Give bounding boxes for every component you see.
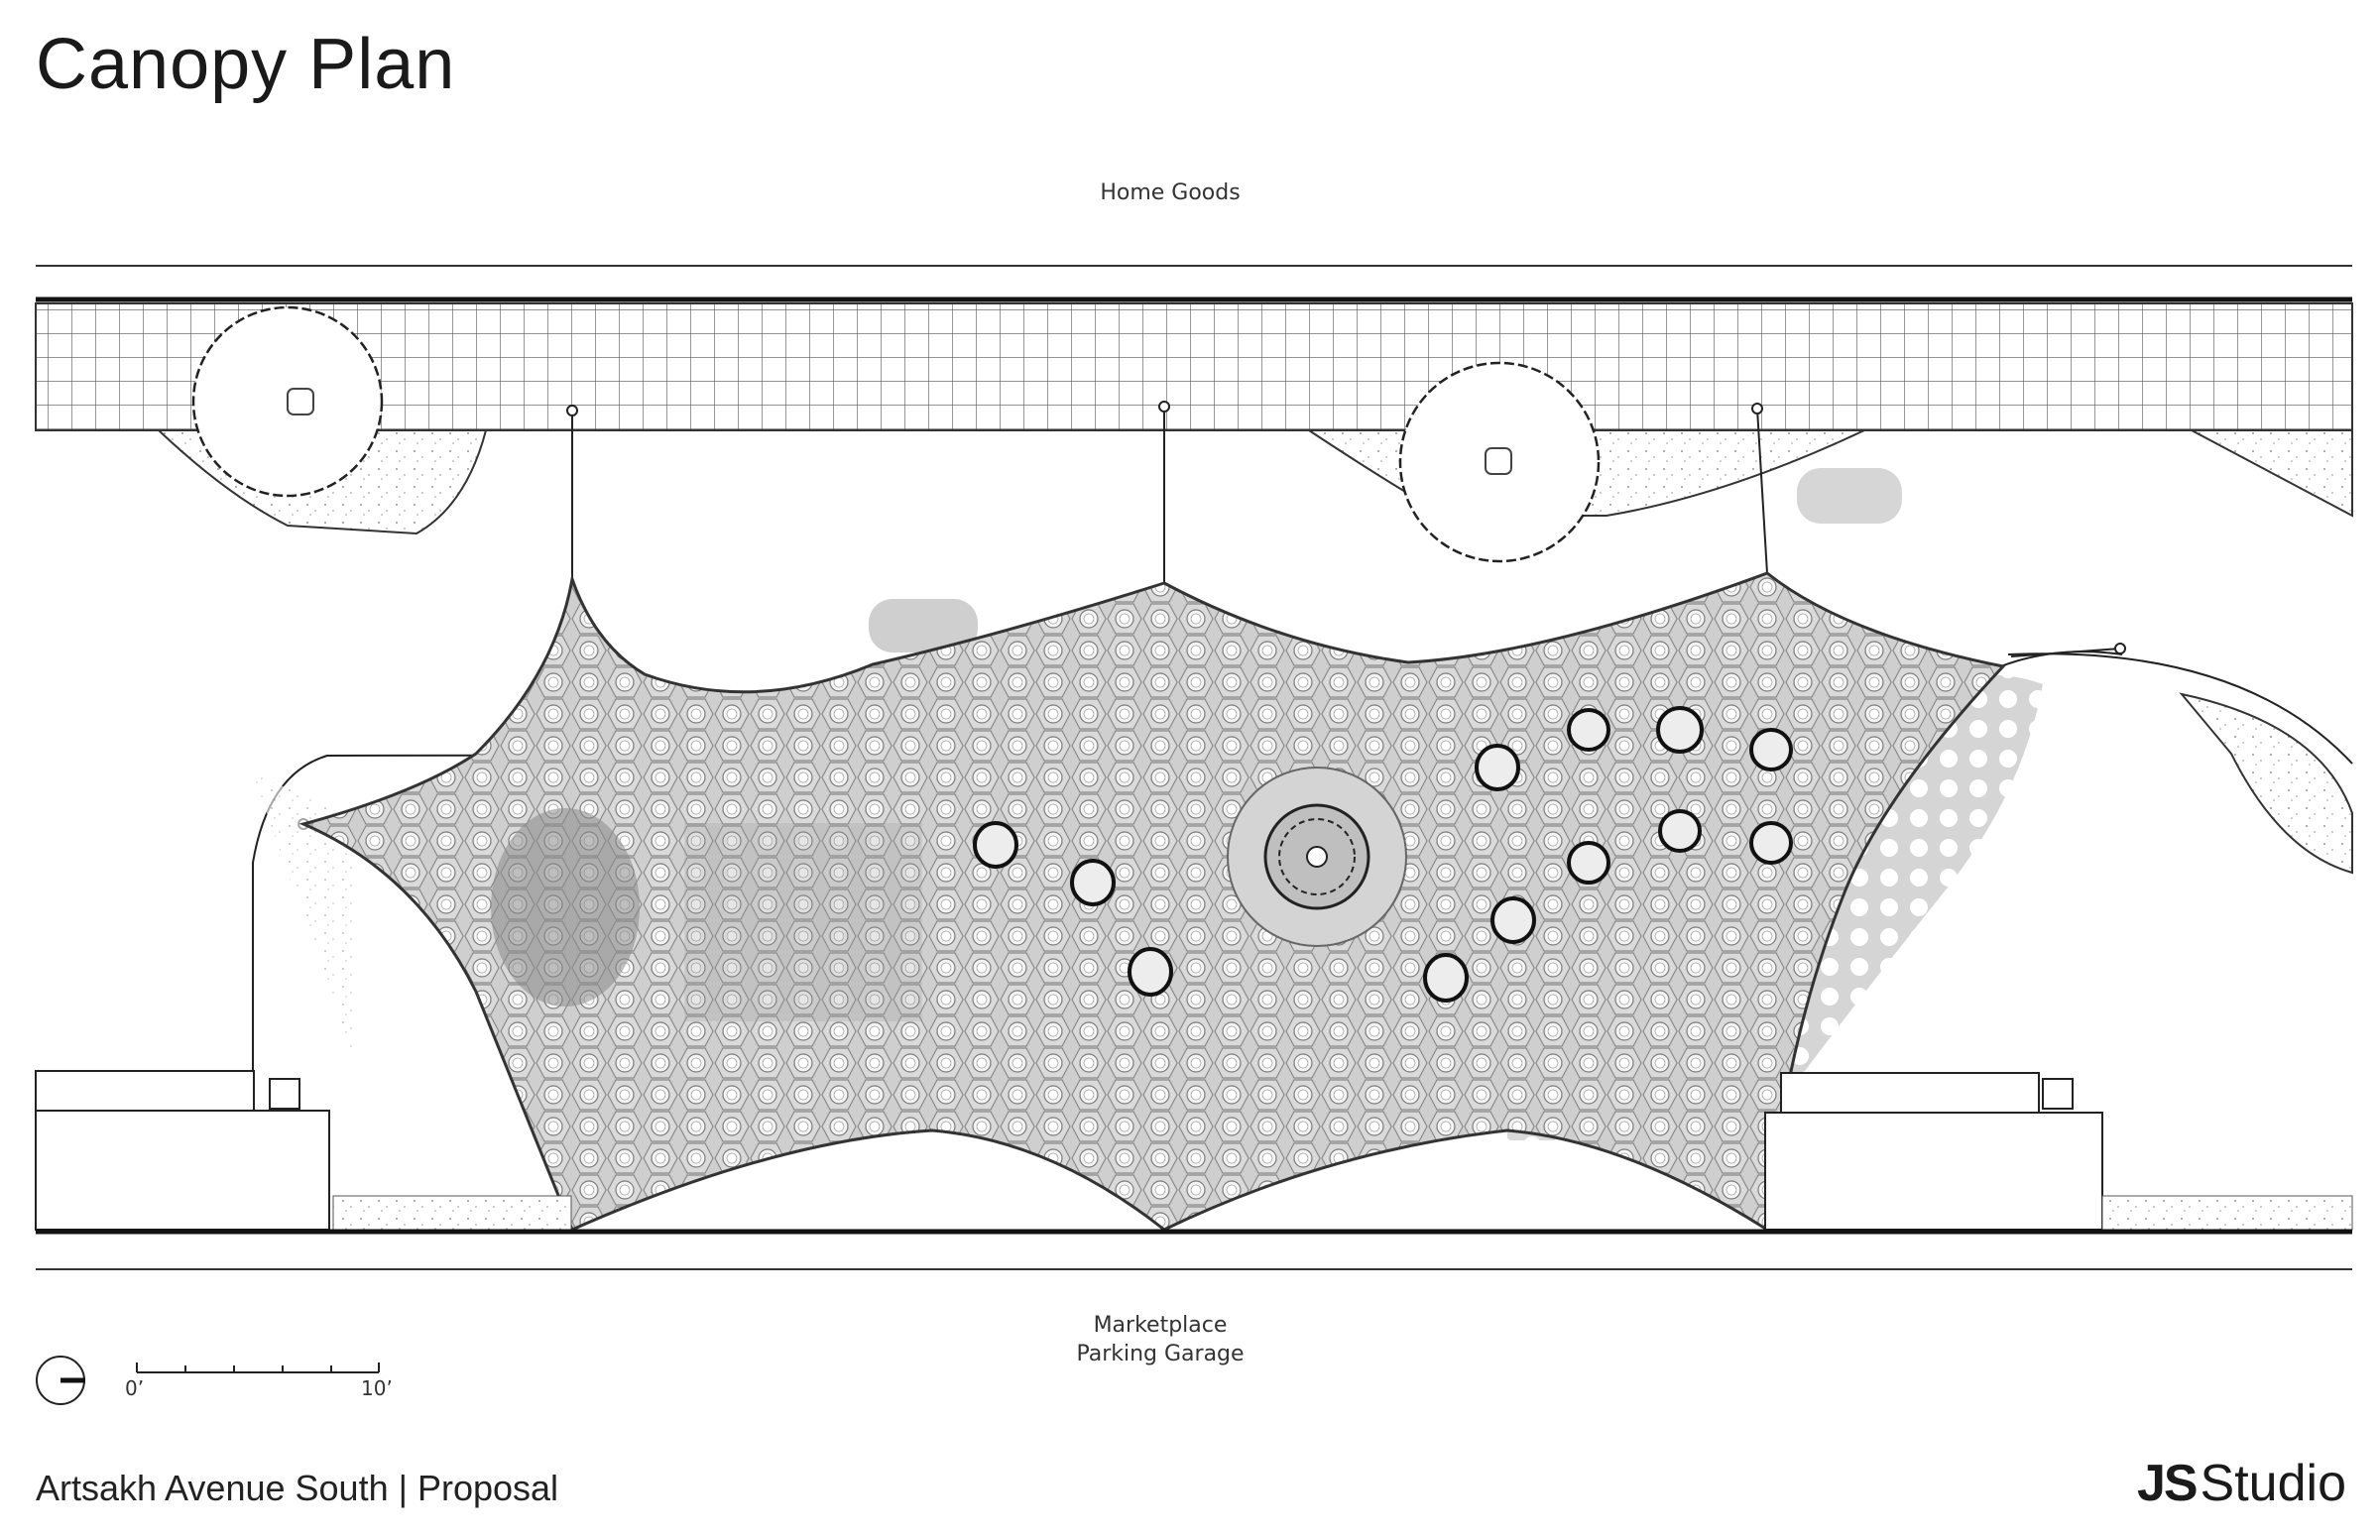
brand-logo-regular: Studio [2200,1455,2346,1512]
south-building-label-line2: Parking Garage [1076,1342,1245,1366]
brand-logo-bold: JS [2136,1455,2199,1512]
north-arrow-icon [36,1356,85,1405]
scale-start-label: 0’ [125,1376,145,1400]
project-caption: Artsakh Avenue South | Proposal [36,1468,559,1508]
page-title: Canopy Plan [36,25,456,104]
brand-logo: JSStudio [2137,1454,2346,1513]
south-building-label-line1: Marketplace [1093,1313,1228,1338]
tree-icon [191,305,384,498]
central-medallion-icon [1227,767,1407,947]
scale-end-label: 10’ [361,1376,393,1400]
scale-bar [136,1362,380,1373]
north-building-label: Home Goods [1100,180,1241,205]
tree-icon [1398,361,1601,563]
